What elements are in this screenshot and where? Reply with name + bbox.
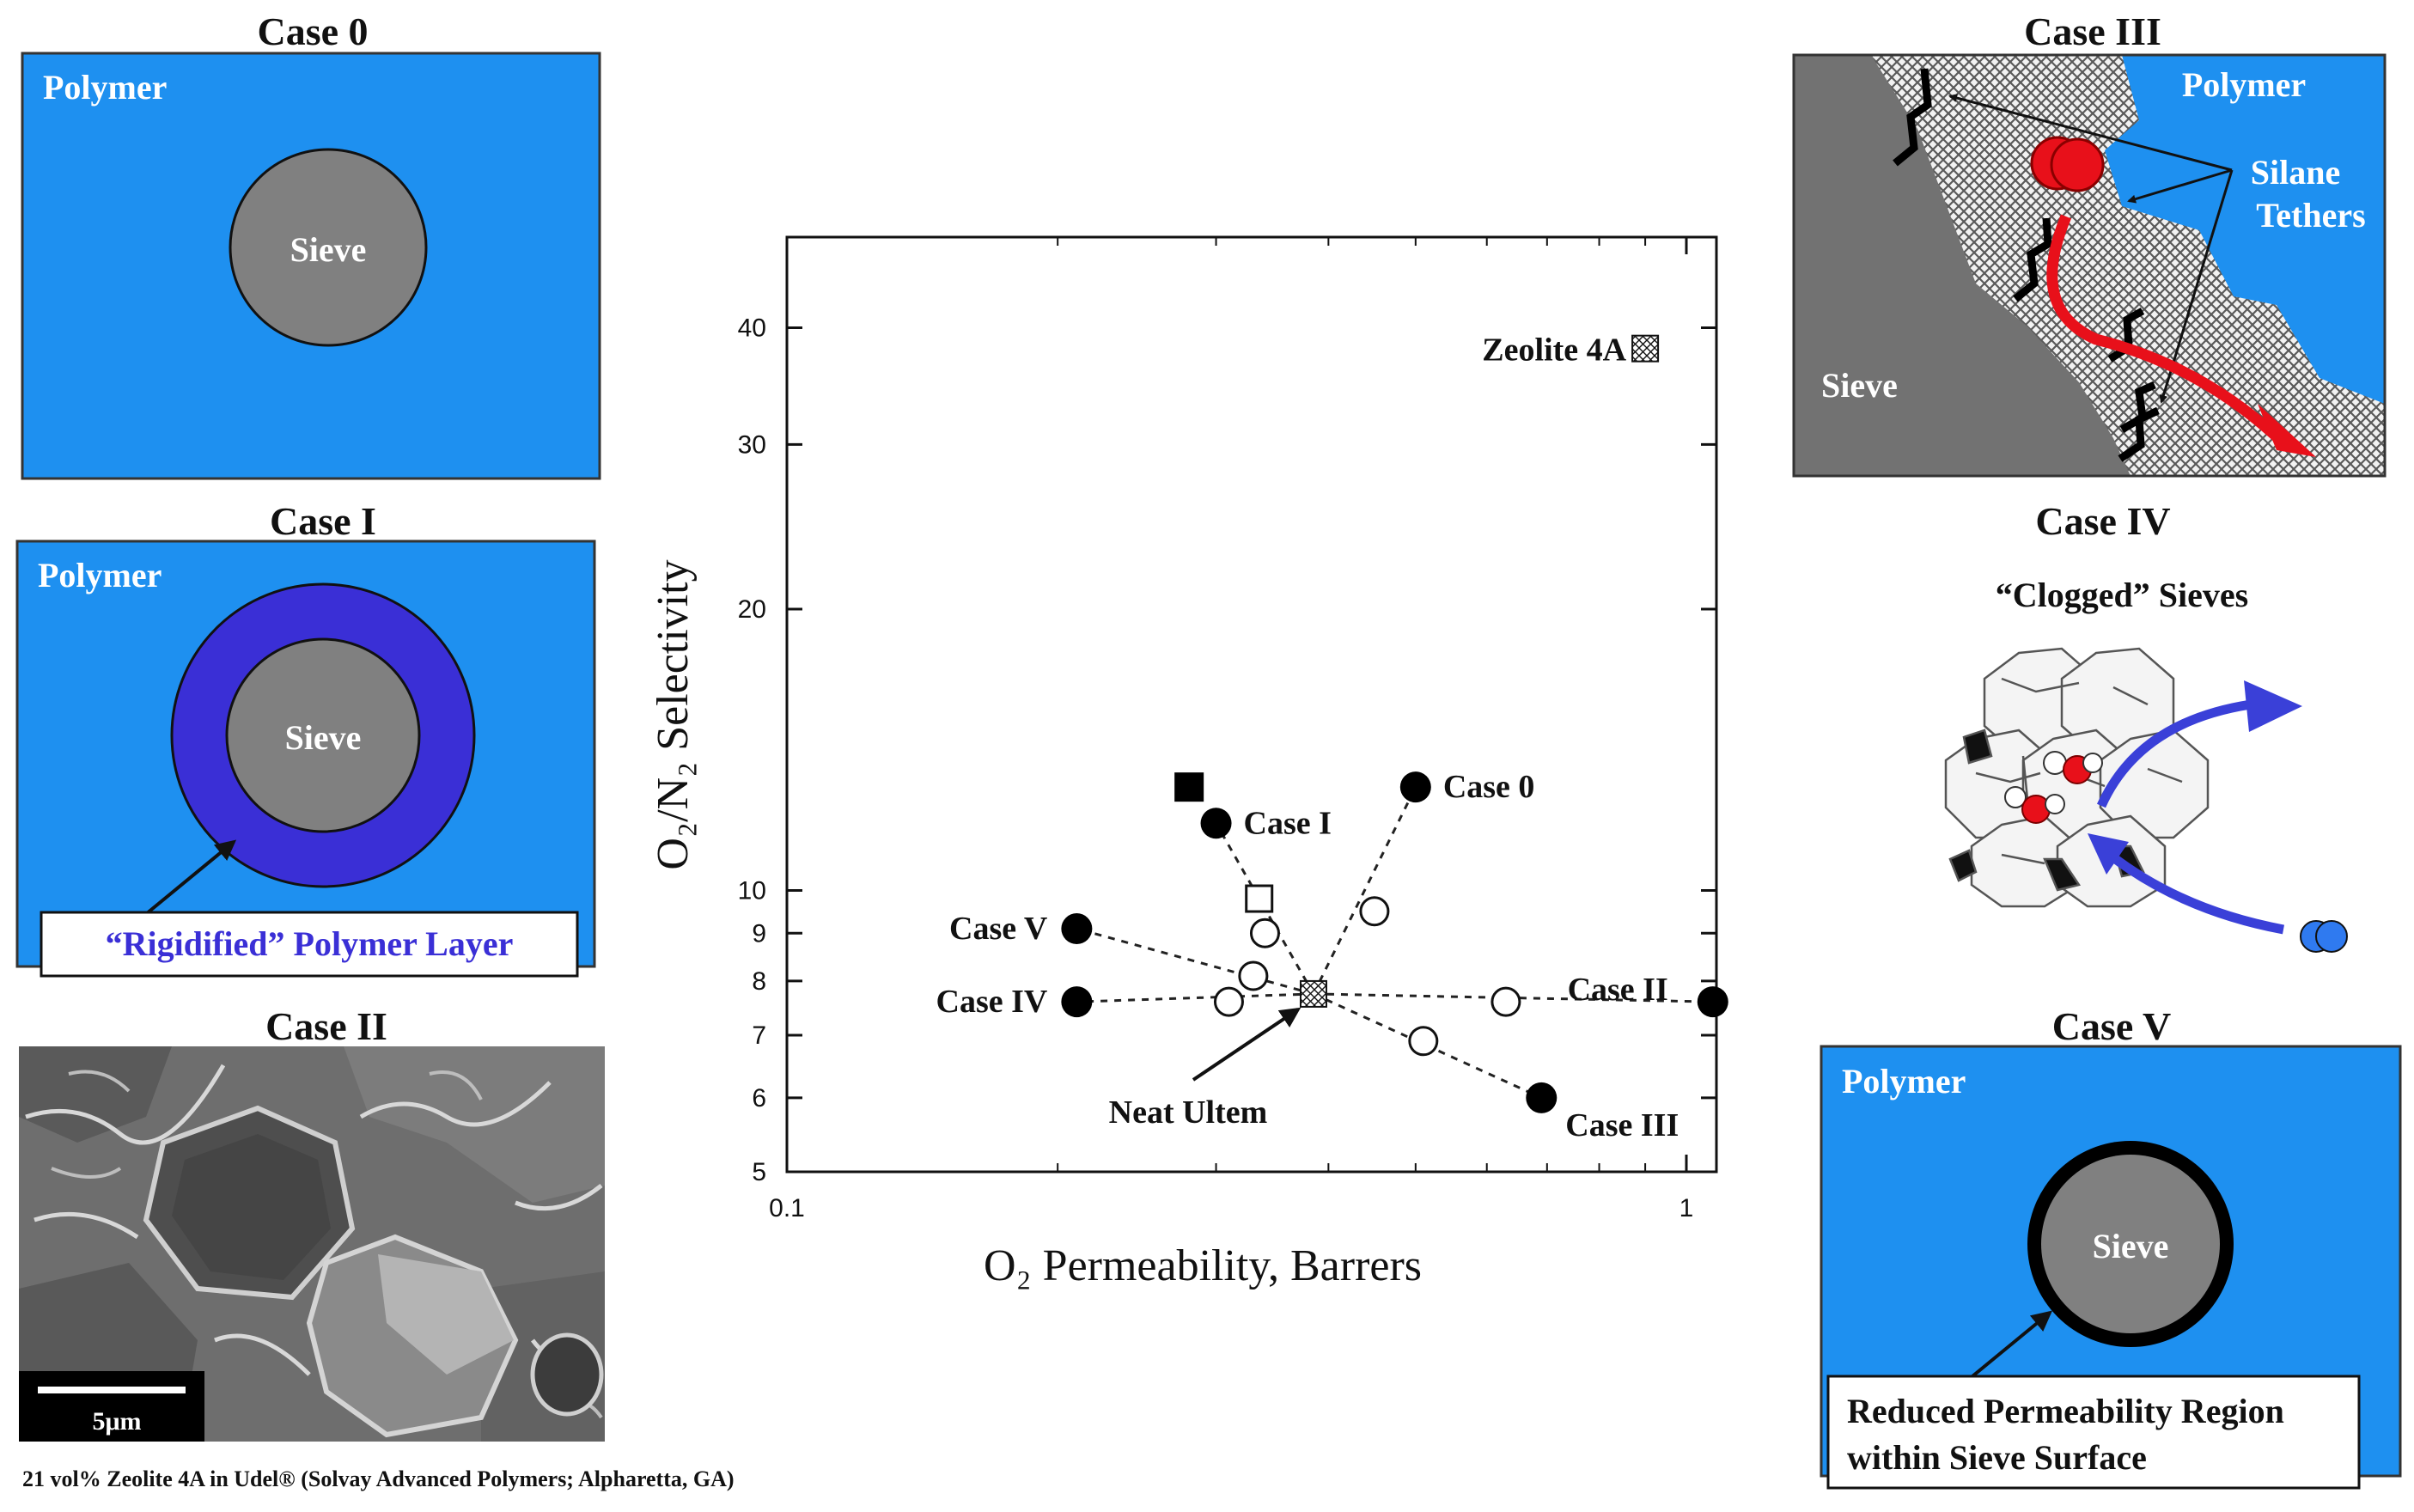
case-label: Case IV (936, 984, 1048, 1020)
filled-circle-marker (1526, 1082, 1558, 1113)
y-tick-label: 40 (738, 314, 766, 342)
case3-silane-tethers (1893, 68, 2160, 462)
case-label: Case V (949, 911, 1048, 947)
case0-panel: Case 0 Polymer Sieve (21, 9, 601, 480)
case0-sieve-label: Sieve (290, 230, 367, 269)
case3-tethers-label-1: Silane (2251, 153, 2340, 192)
filled-circle-marker (1200, 808, 1232, 839)
y-axis-ticks: 5 6 7 8 9 10 20 30 40 (738, 314, 1716, 1186)
case3-tethers-label-2: Tethers (2256, 196, 2365, 235)
case-label: Case I (1244, 805, 1332, 841)
case3-panel: Case III Polymer Silane Tethers Sieve (1792, 9, 2387, 478)
y-axis-label: O₂/N₂ Selectivity (649, 559, 698, 869)
case2-sem-micrograph (19, 1046, 605, 1442)
open-circle-marker (1408, 1026, 1439, 1057)
case3-diffusion-arrowhead (2258, 404, 2316, 457)
case3-gas-molecule-b (2050, 137, 2105, 192)
neat-ultem-marker (1299, 979, 1327, 1008)
connector-case-iv (1076, 992, 1314, 1003)
x-axis-label: O₂ Permeability, Barrers (984, 1241, 1422, 1290)
x-tick-label: 0.1 (769, 1194, 805, 1222)
case4-gas-molecule-b (2315, 920, 2348, 953)
neat-ultem-pointer (1192, 1007, 1301, 1082)
open-circle-marker (1238, 960, 1269, 991)
zeolite-4a-marker (1631, 334, 1660, 363)
case5-callout-line1: Reduced Permeability Region (1847, 1392, 2284, 1430)
plot-frame (785, 235, 1718, 1174)
case4-incoming-arrow (2106, 850, 2285, 935)
filled-square-marker (1174, 772, 1204, 802)
y-tick-label: 6 (752, 1084, 766, 1113)
y-tick-label: 9 (752, 919, 766, 948)
case5-panel: Case V Polymer Sieve Reduced Permeabilit… (1820, 1004, 2402, 1490)
case-label: Case 0 (1443, 769, 1535, 805)
case4-deflected-arrowhead (2244, 680, 2302, 732)
open-circle-marker (1359, 896, 1390, 927)
case1-callout-box (40, 911, 579, 978)
case4-deflected-arrow (2096, 699, 2252, 808)
open-circle-marker (1490, 986, 1521, 1017)
connector-case-0 (1312, 786, 1417, 995)
case1-title: Case I (270, 499, 376, 543)
case1-sieve-label: Sieve (285, 718, 362, 757)
case3-sieve (1794, 55, 2131, 476)
case-label: Case III (1565, 1107, 1679, 1143)
neat-ultem-label: Neat Ultem (1109, 1094, 1268, 1131)
case2-title: Case II (265, 1004, 387, 1048)
filled-circle-marker (1061, 986, 1093, 1018)
case5-callout-arrow (1971, 1310, 2053, 1378)
case5-title: Case V (2052, 1004, 2171, 1048)
case4-incoming-arrowhead (2088, 833, 2129, 875)
case4-subtitle: “Clogged” Sieves (1996, 576, 2248, 614)
y-tick-label: 10 (738, 876, 766, 905)
case0-title: Case 0 (257, 9, 368, 53)
case4-panel: Case IV “Clogged” Sieves (1944, 499, 2348, 953)
filled-circle-marker (1061, 913, 1093, 945)
case3-sieve-label: Sieve (1821, 366, 1898, 405)
case2-caption: 21 vol% Zeolite 4A in Udel® (Solvay Adva… (22, 1466, 735, 1491)
zeolite-4a-label: Zeolite 4A (1482, 332, 1626, 369)
case1-sieve (225, 637, 421, 833)
case0-polymer-label: Polymer (43, 68, 167, 107)
x-tick-label: 1 (1679, 1194, 1694, 1222)
case5-polymer-label: Polymer (1842, 1062, 1966, 1100)
case3-diffusion-path (2046, 214, 2283, 442)
data-markers (1061, 334, 1728, 1113)
y-tick-label: 7 (752, 1021, 766, 1050)
case1-callout-arrow (140, 839, 237, 919)
case2-panel: Case II 5μm 21 vol% Zeolite 4A in Udel® … (19, 1004, 735, 1491)
case1-callout-text: “Rigidified” Polymer Layer (106, 924, 514, 963)
open-circle-marker (1213, 986, 1244, 1017)
case-label: Case II (1568, 972, 1668, 1008)
case4-zeolite-framework (1944, 647, 2210, 908)
case3-polymer-label: Polymer (2182, 65, 2306, 104)
case4-title: Case IV (2035, 499, 2170, 543)
case5-callout-line2: within Sieve Surface (1847, 1438, 2147, 1477)
open-square-marker (1245, 884, 1274, 913)
filled-circle-marker (1399, 771, 1431, 803)
case2-scale-bar: 5μm (93, 1407, 142, 1436)
case3-title: Case III (2024, 9, 2161, 53)
open-circle-marker (1249, 918, 1280, 948)
y-tick-label: 20 (738, 595, 766, 624)
case5-sieve (2041, 1155, 2220, 1333)
case1-polymer-label: Polymer (38, 556, 162, 594)
case0-sieve (229, 148, 428, 347)
case5-sieve-label: Sieve (2093, 1227, 2169, 1265)
y-tick-label: 8 (752, 967, 766, 996)
y-tick-label: 30 (738, 430, 766, 459)
case4-trapped-molecules (2004, 751, 2103, 824)
case1-panel: Case I Polymer Sieve “Rigidified” Polyme… (15, 499, 596, 978)
case-labels: Case 0 Case I Case II Case III Case IV Case V… (936, 332, 1679, 1143)
y-tick-label: 5 (752, 1158, 766, 1186)
filled-circle-marker (1697, 986, 1728, 1018)
case5-callout-box (1826, 1375, 2361, 1490)
connector-case-ii (1313, 992, 1713, 1003)
